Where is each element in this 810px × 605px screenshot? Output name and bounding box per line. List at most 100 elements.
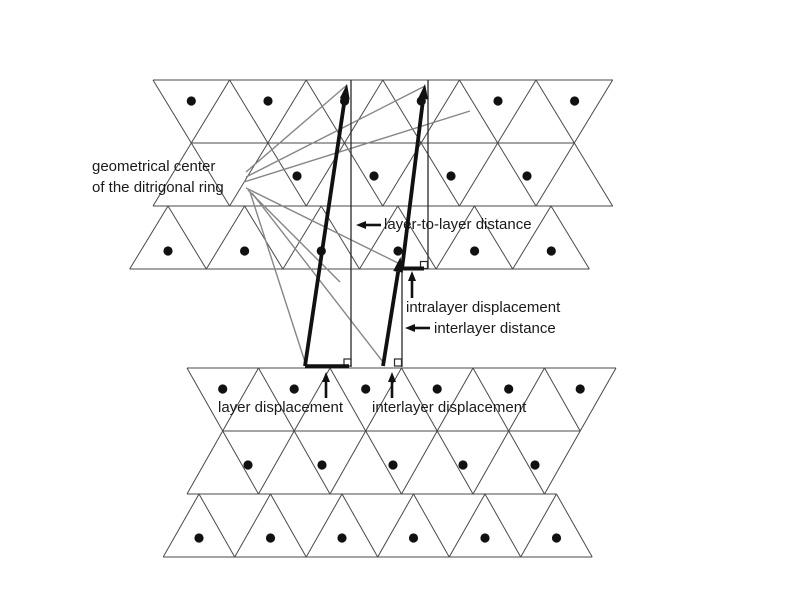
bottom-layer-diag [401,367,438,432]
top-layer-diag [535,79,575,144]
top-layer-diag [267,79,307,144]
lattice-dot-top-row2 [522,171,532,181]
bottom-layer-diag [186,367,224,432]
lattice-dot-bottom-row1 [361,384,371,394]
bottom-layer-diag [270,493,307,558]
label-layer-displacement: layer displacement [218,399,344,416]
bottom-layer-diag [472,367,510,432]
lattice-dot-top-row3 [393,246,403,256]
top-layer-diag [359,205,399,270]
top-layer-diag [152,142,192,207]
lattice-dot-top-row3 [163,246,173,256]
lattice-dot-top-row3 [470,246,480,256]
layer-to-layer-vector [303,98,347,367]
top-layer-diag [435,205,475,270]
bottom-layer-diag [472,430,510,495]
top-layer-diag [167,205,207,270]
ditrigonal-center-reference-line [245,84,348,173]
lattice-dot-bottom-row3 [265,533,276,543]
interlayer-displacement-arrow-head [388,372,396,382]
bottom-layer-diag [484,493,522,558]
lattice-dot-top-row1 [340,96,350,106]
lattice-dot-bottom-row3 [408,533,419,543]
bottom-layer-diag [365,367,402,432]
top-layer-diag [420,79,460,144]
layer-to-layer-vector-head [339,84,350,100]
lattice-dot-bottom-row3 [551,533,562,543]
bottom-layer-diag [436,430,474,495]
lattice-dot-bottom-row3 [337,533,347,543]
bottom-layer-diag [520,493,557,558]
lattice-dot-bottom-row1 [504,384,514,394]
bottom-layer-diag [329,430,367,495]
lattice-dot-bottom-row2 [388,460,398,470]
ditrigonal-center-reference-line [245,85,426,178]
top-layer-diag [473,205,514,270]
bottom-layer-diag [544,430,581,495]
ditrigonal-center-reference-line [247,189,341,283]
bottom-layer-diag [293,430,331,495]
top-layer-diag [535,142,575,207]
bottom-layer-diag [305,493,343,558]
top-layer-diag [573,142,614,207]
lattice-dot-top-row1 [186,96,196,106]
bottom-layer-diag [508,430,545,495]
interlayer-distance-arrow-head [405,324,415,332]
lattice-dot-top-row2 [369,171,379,181]
upper-layer-vector [400,98,426,270]
top-layer-diag [229,79,269,144]
lattice-dot-bottom-row3 [194,533,204,543]
bottom-layer-diag [448,493,486,558]
lattice-dot-top-row3 [546,246,556,256]
top-layer-diag [229,142,269,207]
lattice-dot-top-row2 [292,171,302,181]
top-layer-diag [244,205,284,270]
top-layer-diag [282,205,322,270]
label-interlayer-distance: interlayer distance [434,320,556,337]
ditrigonal-center-reference-line [243,110,471,183]
lattice-dot-bottom-row1 [218,384,228,394]
bottom-layer-diag [365,430,402,495]
top-layer-diag [512,205,552,270]
bottom-layer-diag [234,493,271,558]
top-layer-diag [550,205,590,270]
top-layer-diag [497,79,537,144]
lattice-dot-bottom-row2 [243,460,253,470]
lattice-dot-bottom-row2 [317,460,327,470]
label-layer-to-layer-distance: layer-to-layer distance [384,216,532,233]
geometrical-center-label-line1: geometrical center [92,158,216,175]
bottom-layer-diag [186,430,224,495]
lattice-dot-top-row3 [316,246,326,256]
ditrigonal-center-reference-line [249,191,306,363]
top-layer-diag [497,142,537,207]
upper-layer-vector-head [418,84,429,100]
lattice-dot-bottom-row2 [530,460,540,470]
lattice-dot-bottom-row1 [289,384,299,394]
bottom-layer-diag [329,367,367,432]
geometrical-center-label: geometrical center of the ditrigonal rin… [92,156,224,198]
bottom-layer-diag [341,493,379,558]
layer-displacement-arrow-head [322,372,330,382]
top-layer-diag [267,142,307,207]
lattice-dot-top-row1 [416,96,426,106]
interlayer-vector [381,271,400,367]
bottom-layer-diag [377,493,414,558]
top-layer-diag [573,79,614,144]
lattice-dot-bottom-row3 [480,533,490,543]
bottom-layer-diag [556,493,593,558]
top-layer-diag [458,79,499,144]
geometrical-center-label-line2: of the ditrigonal ring [92,179,224,196]
lattice-dot-top-row3 [240,246,250,256]
bottom-layer-diag [436,367,474,432]
top-layer-diag [344,79,384,144]
lattice-dot-bottom-row1 [575,384,585,394]
top-layer-diag [190,79,231,144]
bottom-layer-diag [222,430,259,495]
top-layer-diag [190,142,231,207]
bottom-layer-diag [413,493,450,558]
bottom-layer-diag [579,367,617,432]
lattice-dot-top-row1 [263,96,273,106]
intralayer-displacement-arrow-head [408,271,416,281]
bottom-layer-diag [258,367,295,432]
layer-to-layer-distance-arrow-head [356,221,366,229]
